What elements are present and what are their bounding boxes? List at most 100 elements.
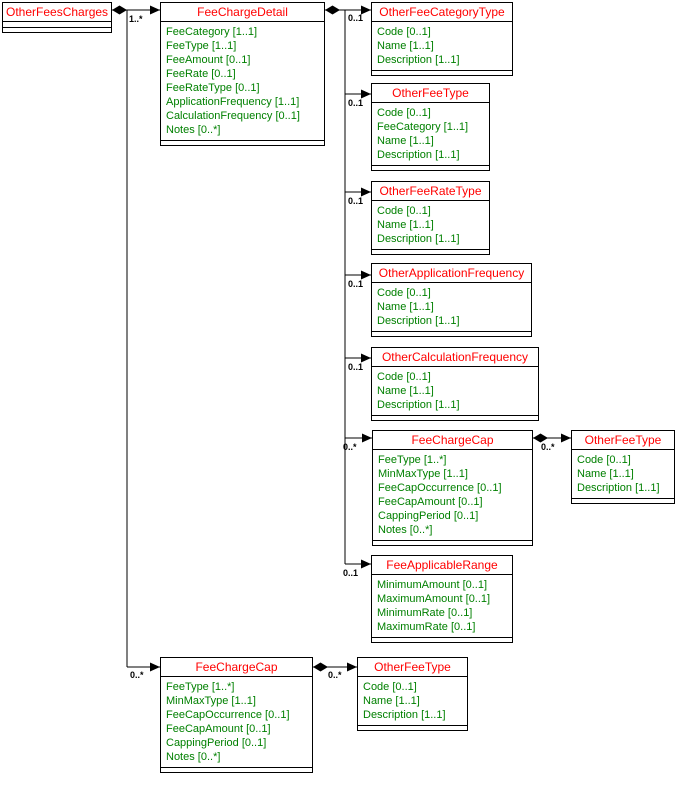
entity-field: FeeType [1..1] xyxy=(166,40,237,52)
entity-field: CappingPeriod [0..1] xyxy=(378,510,479,522)
entity-fields xyxy=(3,22,111,28)
entity-otherfeetype-2[interactable]: OtherFeeType Code [0..1] Name [1..1] Descr… xyxy=(571,430,675,504)
entity-feeapplicablerange[interactable]: FeeApplicableRange MinimumAmount [0..1]M… xyxy=(371,555,513,643)
aggregation-diamond-icon xyxy=(313,662,328,672)
entity-title: OtherFeeType xyxy=(358,658,467,677)
entity-field: MinMaxType [1..1] xyxy=(166,695,256,707)
entity-field: FeeCategory [1..1] xyxy=(377,121,469,133)
entity-otherfeetype-3[interactable]: OtherFeeType Code [0..1] Name [1..1] Descr… xyxy=(357,657,468,731)
multiplicity-label: 1..* xyxy=(129,14,143,24)
entity-field: Description [1..1] xyxy=(377,149,460,161)
entity-field: FeeRateType [0..1] xyxy=(166,82,260,94)
entity-feechargedetail[interactable]: FeeChargeDetail FeeCategory [1..1] FeeTyp… xyxy=(160,2,325,146)
entity-field: MaximumAmount [0..1] xyxy=(377,593,491,605)
entity-title: OtherFeeType xyxy=(372,84,489,103)
entity-field: FeeCapAmount [0..1] xyxy=(166,723,271,735)
arrow-head-icon xyxy=(361,5,371,15)
entity-fields: FeeCategory [1..1]FeeType [1..1]FeeAmoun… xyxy=(161,22,324,141)
multiplicity-label: 0..* xyxy=(328,670,342,680)
entity-title: FeeChargeDetail xyxy=(161,3,324,22)
entity-field: Name [1..1] xyxy=(577,468,634,480)
entity-footer xyxy=(372,332,531,336)
entity-field: Name [1..1] xyxy=(363,695,420,707)
entity-footer xyxy=(372,250,489,254)
entity-field: Name [1..1] xyxy=(377,40,434,52)
entity-field: MinimumAmount [0..1] xyxy=(377,579,488,591)
entity-othercalculationfrequency[interactable]: OtherCalculationFrequency Code [0..1]Nam… xyxy=(371,347,539,421)
entity-title: OtherFeeRateType xyxy=(372,182,489,201)
entity-field: MaximumRate [0..1] xyxy=(377,621,476,633)
entity-footer xyxy=(161,141,324,145)
entity-field: Description [1..1] xyxy=(577,482,660,494)
entity-footer xyxy=(161,768,312,772)
entity-fields: Code [0..1] Name [1..1] Description [1..1] xyxy=(358,677,467,726)
entity-field: Name [1..1] xyxy=(377,385,434,397)
entity-otherfeetype-1[interactable]: OtherFeeType Code [0..1] FeeCategory [1..… xyxy=(371,83,490,171)
entity-footer xyxy=(372,416,538,420)
entity-fields: FeeType [1..*]MinMaxType [1..1]FeeCapOcc… xyxy=(373,450,532,541)
entity-footer xyxy=(3,28,111,32)
entity-title: FeeApplicableRange xyxy=(372,556,512,575)
entity-otherapplicationfrequency[interactable]: OtherApplicationFrequency Code [0..1] Nam… xyxy=(371,263,532,337)
entity-field: Name [1..1] xyxy=(377,135,434,147)
entity-otherfeescharges[interactable]: OtherFeesCharges xyxy=(2,2,112,33)
entity-title: OtherFeesCharges xyxy=(3,3,111,22)
entity-otherfeeratetype[interactable]: OtherFeeRateType Code [0..1]Name [1..1]D… xyxy=(371,181,490,255)
entity-title: OtherFeeCategoryType xyxy=(372,3,512,22)
entity-title: OtherApplicationFrequency xyxy=(372,264,531,283)
entity-field: Name [1..1] xyxy=(377,301,434,313)
entity-field: Code [0..1] xyxy=(377,371,431,383)
arrow-head-icon xyxy=(361,270,371,280)
entity-field: Notes [0..*] xyxy=(378,524,433,536)
entity-field: Description [1..1] xyxy=(377,315,460,327)
entity-footer xyxy=(372,638,512,642)
entity-fields: Code [0..1] Name [1..1] Description [1..1] xyxy=(372,283,531,332)
entity-otherfeecategorytype[interactable]: OtherFeeCategoryType Code [0..1]Name [1.… xyxy=(371,2,513,76)
entity-title: FeeChargeCap xyxy=(373,431,532,450)
entity-field: CappingPeriod [0..1] xyxy=(166,737,267,749)
entity-fields: Code [0..1] Name [1..1] Description [1..1] xyxy=(572,450,674,499)
entity-footer xyxy=(572,499,674,503)
arrow-head-icon xyxy=(362,433,372,443)
entity-field: Code [0..1] xyxy=(363,681,417,693)
multiplicity-label: 0..* xyxy=(541,442,555,452)
entity-fields: Code [0..1] FeeCategory [1..1] Name [1..1]… xyxy=(372,103,489,166)
arrow-head-icon xyxy=(361,559,371,569)
entity-fields: Code [0..1]Name [1..1]Description [1..1] xyxy=(372,22,512,71)
entity-feechargecap-2[interactable]: FeeChargeCap FeeType [1..*]MinMaxType [1… xyxy=(160,657,313,773)
arrow-head-icon xyxy=(561,433,571,443)
entity-field: Notes [0..*] xyxy=(166,751,221,763)
entity-field: Code [0..1] xyxy=(377,205,431,217)
entity-field: Code [0..1] xyxy=(577,454,631,466)
multiplicity-label: 0..* xyxy=(343,442,357,452)
arrow-head-icon xyxy=(361,353,371,363)
entity-field: Description [1..1] xyxy=(363,709,446,721)
entity-field: Code [0..1] xyxy=(377,107,431,119)
entity-field: Notes [0..*] xyxy=(166,124,221,136)
aggregation-diamond-icon xyxy=(112,5,127,15)
entity-field: FeeRate [0..1] xyxy=(166,68,236,80)
arrow-head-icon xyxy=(150,662,160,672)
entity-field: Description [1..1] xyxy=(377,399,460,411)
entity-feechargecap-1[interactable]: FeeChargeCap FeeType [1..*]MinMaxType [1… xyxy=(372,430,533,546)
multiplicity-label: 0..1 xyxy=(348,98,364,108)
entity-field: FeeCategory [1..1] xyxy=(166,26,258,38)
entity-field: Description [1..1] xyxy=(377,233,460,245)
entity-field: MinMaxType [1..1] xyxy=(378,468,468,480)
entity-fields: Code [0..1] Name [1..1] Description [1..1] xyxy=(372,367,538,416)
arrow-head-icon xyxy=(361,187,371,197)
aggregation-diamond-icon xyxy=(325,5,340,15)
entity-field: FeeCapAmount [0..1] xyxy=(378,496,483,508)
multiplicity-label: 0..1 xyxy=(348,13,364,23)
entity-fields: MinimumAmount [0..1] MaximumAmount [0..1]… xyxy=(372,575,512,638)
entity-field: Code [0..1] xyxy=(377,287,431,299)
entity-fields: Code [0..1]Name [1..1]Description [1..1] xyxy=(372,201,489,250)
entity-footer xyxy=(372,71,512,75)
entity-title: OtherFeeType xyxy=(572,431,674,450)
arrow-head-icon xyxy=(150,5,160,15)
entity-footer xyxy=(358,726,467,730)
entity-title: FeeChargeCap xyxy=(161,658,312,677)
entity-field: MinimumRate [0..1] xyxy=(377,607,473,619)
